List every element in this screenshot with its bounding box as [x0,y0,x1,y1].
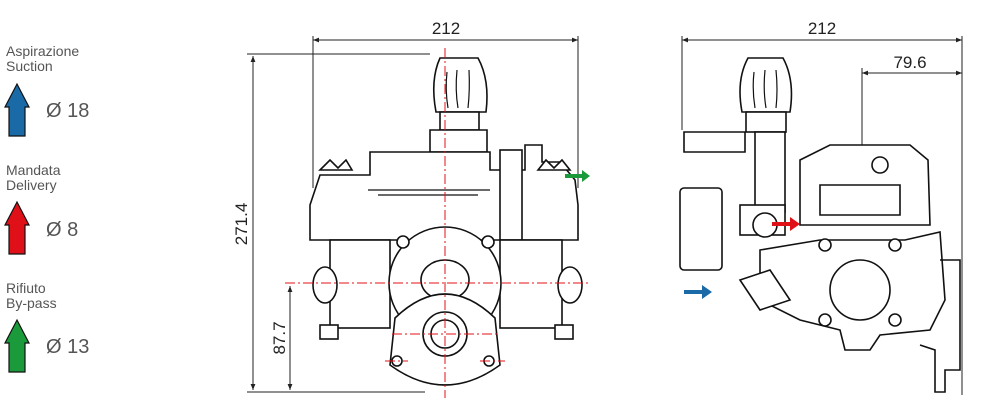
legend-delivery-label-it: Mandata [6,162,61,178]
legend-suction-diameter: Ø 18 [46,100,90,122]
front-height-dimension: 271.4 [232,203,251,246]
legend-bypass-diameter: Ø 13 [46,336,90,358]
front-view-centerlines [285,48,590,398]
side-view-pump [679,57,961,393]
bypass-outlet-arrow-icon [565,170,590,182]
front-view-pump [309,57,583,386]
legend-bypass-label-en: By-pass [6,295,57,311]
front-view-dimensions [247,36,579,393]
front-width-dimension: 212 [432,19,460,38]
side-width-dimension: 212 [808,19,836,38]
legend-bypass-label-it: Rifiuto [6,280,46,296]
side-offset-dimension: 79.6 [893,53,926,72]
suction-arrow-icon [4,82,30,137]
legend-suction-label-en: Suction [6,58,53,74]
delivery-arrow-icon [4,200,30,255]
legend-delivery-diameter: Ø 8 [46,219,79,241]
suction-inlet-arrow-icon [684,285,712,299]
delivery-outlet-arrow-icon [772,217,800,231]
legend-suction-label-it: Aspirazione [6,43,80,59]
front-axis-height-dimension: 87.7 [270,321,289,354]
legend-delivery-label-en: Delivery [6,177,57,193]
bypass-arrow-icon [4,318,30,373]
